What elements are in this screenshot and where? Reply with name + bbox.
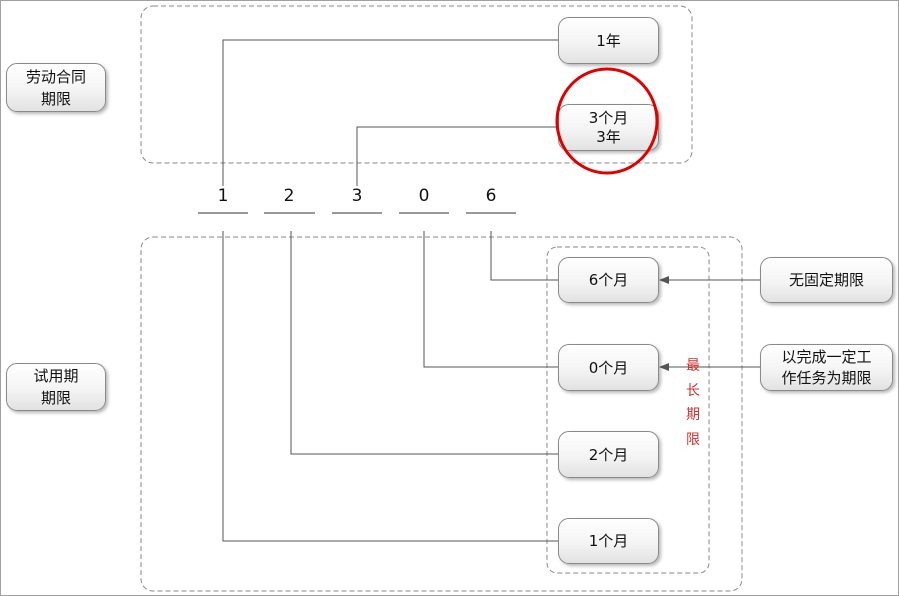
contract-option-1-year: 1年 <box>558 17 659 64</box>
probation-option-0-months: 0个月 <box>558 344 659 391</box>
contract-option-label: 3个月 <box>588 108 629 127</box>
digit-5: 6 <box>485 186 497 206</box>
probation-term-label-line: 试用期 <box>33 367 79 385</box>
condition-label: 无固定期限 <box>788 270 864 289</box>
condition-label: 以完成一定工 <box>781 347 872 366</box>
probation-option-1-month: 1个月 <box>558 518 659 564</box>
connector-3-months-3-years <box>356 126 558 186</box>
contract-option-3-months-3-years: 3个月 3年 <box>558 104 659 151</box>
probation-option-label: 6个月 <box>588 271 629 289</box>
digit-3: 3 <box>351 186 363 206</box>
probation-term-label-line: 期限 <box>40 389 71 407</box>
contract-term-label: 劳动合同 期限 <box>6 63 106 112</box>
digit-4: 0 <box>418 186 430 206</box>
connector-0-months <box>423 231 558 368</box>
probation-term-label: 试用期 期限 <box>6 363 106 411</box>
probation-option-label: 0个月 <box>588 358 629 377</box>
connector-2-months <box>290 231 558 455</box>
contract-term-label-line: 劳动合同 <box>25 67 86 86</box>
connector-1-year <box>222 39 558 186</box>
contract-term-label-line: 期限 <box>40 89 71 108</box>
connector-1-month <box>222 231 558 542</box>
max-term-note: 最长期限 <box>686 358 700 448</box>
probation-option-label: 1个月 <box>588 532 629 550</box>
condition-indefinite-term: 无固定期限 <box>760 257 893 303</box>
digit-2: 2 <box>283 186 295 206</box>
digit-1: 1 <box>217 186 229 206</box>
connector-6-months <box>490 231 558 281</box>
probation-option-6-months: 6个月 <box>558 257 659 303</box>
contract-option-label: 1年 <box>596 31 621 50</box>
contract-option-label: 3年 <box>596 127 621 146</box>
probation-option-2-months: 2个月 <box>558 431 659 478</box>
condition-label: 作任务为期限 <box>781 368 872 387</box>
condition-task-based-term: 以完成一定工 作任务为期限 <box>760 344 893 391</box>
probation-option-label: 2个月 <box>588 445 629 464</box>
